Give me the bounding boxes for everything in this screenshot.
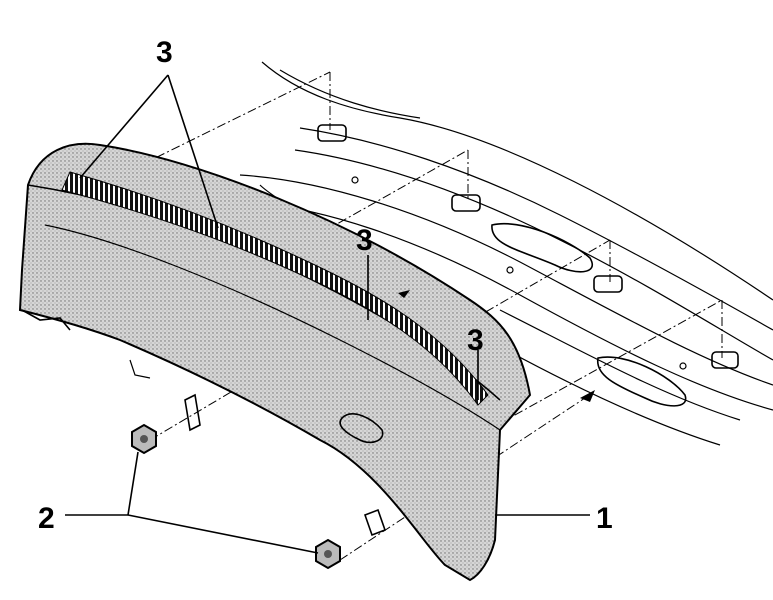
callout-1-trim-panel: 1 [596, 502, 613, 535]
mount-hole-3 [593, 275, 623, 293]
callout-3-center: 3 [356, 224, 373, 257]
mount-hole-4 [711, 351, 739, 369]
mount-hole-1 [317, 124, 347, 142]
vehicle-rear-body [229, 61, 773, 446]
callout-3-right: 3 [467, 324, 484, 357]
callout-2-nuts: 2 [38, 502, 55, 535]
mount-hole-2 [451, 194, 481, 212]
nut-upper [131, 423, 157, 455]
nut-lower [315, 538, 341, 570]
leader-lines [65, 74, 590, 554]
callout-labels: 3 3 3 2 1 [38, 36, 613, 535]
callout-3-top-left: 3 [156, 36, 173, 69]
trim-panel [18, 142, 595, 582]
